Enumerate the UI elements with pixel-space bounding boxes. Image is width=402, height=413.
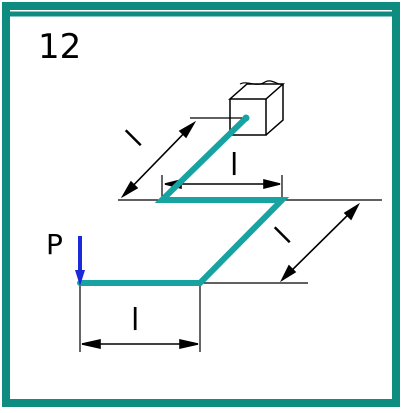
rod-end-point — [242, 114, 250, 122]
force-arrow — [75, 236, 85, 286]
dimension-arrows — [81, 120, 360, 349]
dimension-label-lower-diagonal: l — [269, 221, 298, 250]
problem-number: 12 — [38, 27, 81, 67]
dimension-label-middle: l — [230, 148, 238, 183]
dimension-label-upper-diagonal: l — [120, 124, 149, 153]
dimension-label-bottom: l — [131, 303, 139, 338]
support-block — [228, 80, 285, 136]
rod — [77, 115, 290, 286]
force-label: P — [46, 228, 63, 261]
